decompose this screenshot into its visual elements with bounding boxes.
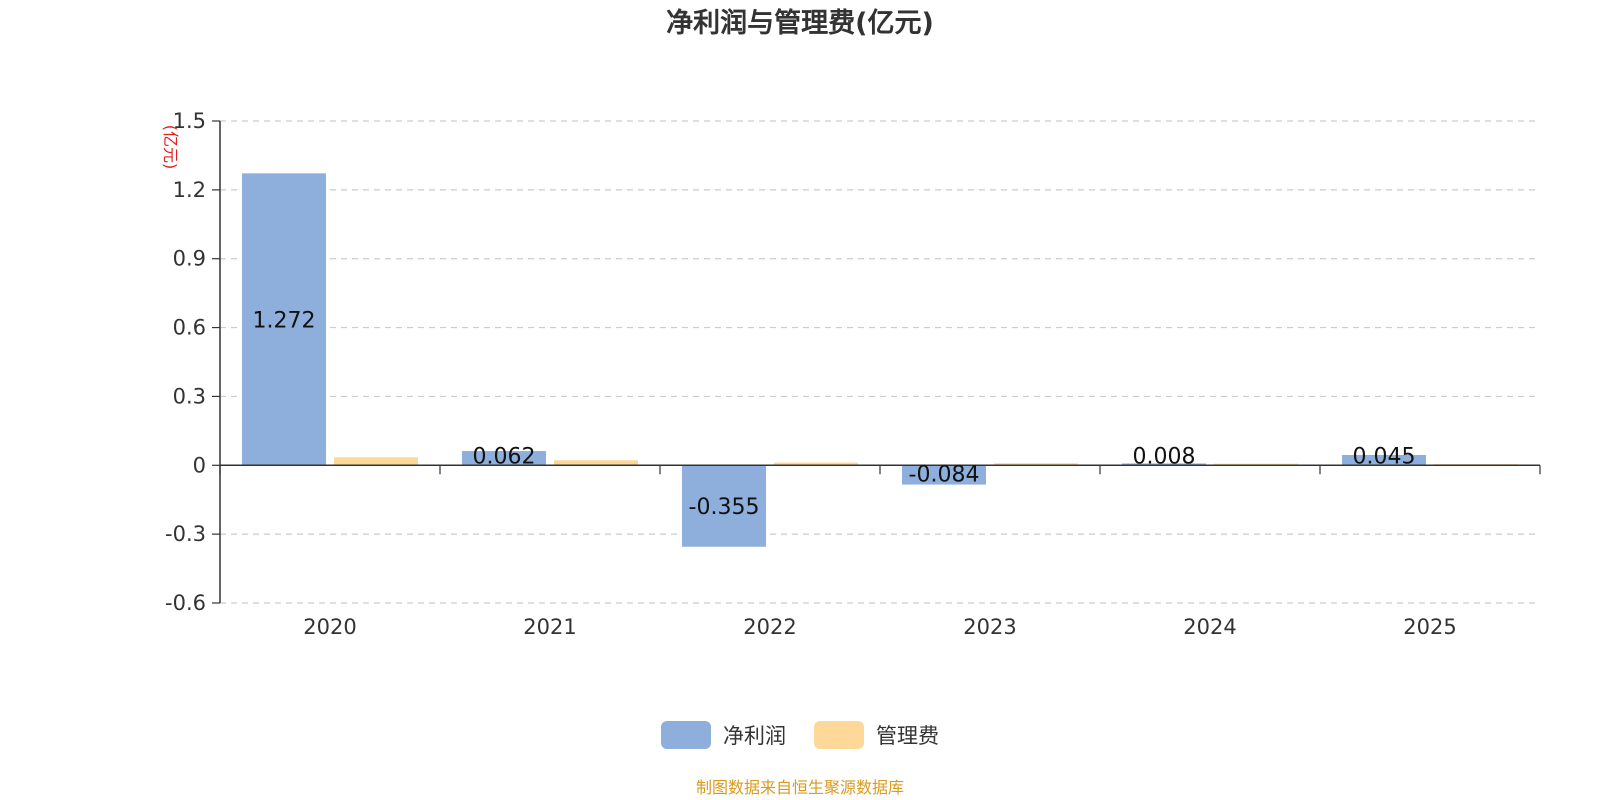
y-axis-unit-label: (亿元) bbox=[161, 125, 180, 170]
data-label-net-profit-2025: 0.045 bbox=[1353, 444, 1416, 469]
bar-management-fee-2022 bbox=[774, 462, 858, 466]
data-label-net-profit-2023: -0.084 bbox=[909, 462, 980, 487]
legend-item-net-profit[interactable]: 净利润 bbox=[661, 720, 786, 750]
chart-title: 净利润与管理费(亿元) bbox=[666, 8, 934, 39]
bar-net-profit-2022 bbox=[682, 465, 766, 547]
bar-chart: 1.5 1.2 0.9 0.6 0.3 0 -0.3 -0.6 (亿元) 2020 2021 2022… bbox=[161, 109, 1541, 639]
y-tick-label: -0.3 bbox=[165, 522, 206, 546]
x-tick-label: 2020 bbox=[303, 615, 356, 639]
legend-swatch-management-fee bbox=[814, 721, 864, 749]
x-tick-label: 2021 bbox=[523, 615, 576, 639]
y-tick-label: 0.3 bbox=[173, 384, 206, 408]
x-tick-label: 2024 bbox=[1183, 615, 1236, 639]
data-label-net-profit-2021: 0.062 bbox=[473, 444, 536, 469]
y-tick-label: 0.9 bbox=[173, 247, 206, 271]
bar-management-fee-2024 bbox=[1214, 463, 1298, 466]
bar-net-profit-2021 bbox=[462, 451, 546, 466]
legend: 净利润 管理费 bbox=[0, 720, 1600, 750]
bar-net-profit-2025 bbox=[1342, 454, 1426, 466]
x-tick-label: 2022 bbox=[743, 615, 796, 639]
legend-label-management-fee: 管理费 bbox=[876, 724, 939, 748]
bar-net-profit-2024 bbox=[1122, 463, 1206, 466]
source-note: 制图数据来自恒生聚源数据库 bbox=[695, 778, 904, 797]
y-tick-label: -0.6 bbox=[165, 591, 206, 615]
legend-label-net-profit: 净利润 bbox=[723, 724, 786, 748]
y-tick-label: 0.6 bbox=[173, 316, 206, 340]
bar-management-fee-2023 bbox=[994, 463, 1078, 466]
data-label-net-profit-2020: 1.272 bbox=[253, 308, 316, 333]
bar-management-fee-2020 bbox=[334, 457, 418, 466]
bar-net-profit-2023 bbox=[902, 465, 986, 485]
legend-swatch-net-profit bbox=[661, 721, 711, 749]
legend-item-management-fee[interactable]: 管理费 bbox=[814, 720, 939, 750]
data-label-net-profit-2022: -0.355 bbox=[689, 495, 760, 520]
bar-net-profit-2020 bbox=[242, 173, 326, 466]
data-label-net-profit-2024: 0.008 bbox=[1133, 444, 1196, 469]
y-tick-label: 1.2 bbox=[173, 178, 206, 202]
y-tick-label: 1.5 bbox=[173, 109, 206, 133]
y-tick-label: 0 bbox=[193, 453, 206, 477]
x-tick-label: 2025 bbox=[1403, 615, 1456, 639]
x-tick-label: 2023 bbox=[963, 615, 1016, 639]
bar-management-fee-2021 bbox=[554, 460, 638, 466]
